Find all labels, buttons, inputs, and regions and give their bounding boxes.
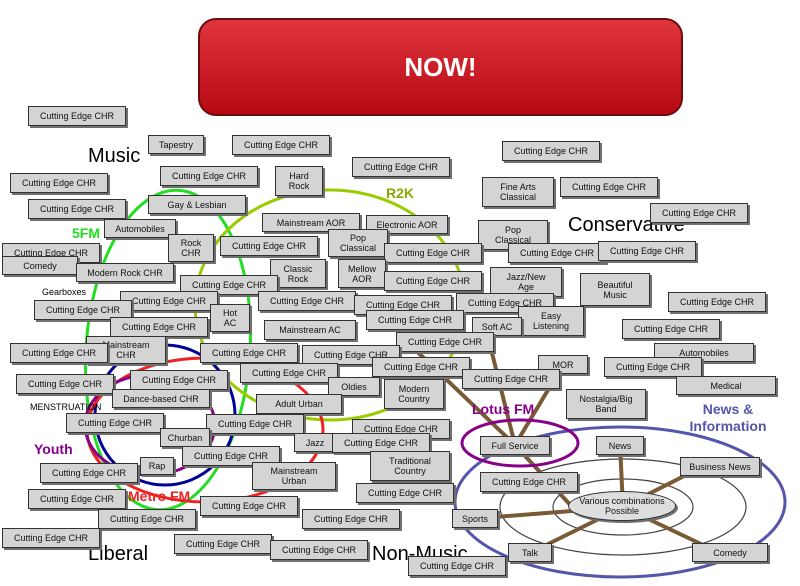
format-box: Cutting Edge CHR: [352, 157, 450, 177]
format-box: Talk: [508, 543, 552, 562]
format-box: Cutting Edge CHR: [668, 292, 766, 312]
format-box: Cutting Edge CHR: [130, 370, 228, 390]
format-box: Cutting Edge CHR: [604, 357, 702, 377]
format-box: Cutting Edge CHR: [206, 414, 304, 434]
format-box: Cutting Edge CHR: [508, 243, 606, 263]
format-box: Medical: [676, 376, 776, 395]
format-box: Cutting Edge CHR: [160, 166, 258, 186]
metro-fm-label: Metro FM: [128, 488, 191, 504]
format-box: Jazz: [294, 433, 336, 452]
format-box: Cutting Edge CHR: [98, 509, 196, 529]
format-box: Mainstream AC: [264, 320, 356, 340]
r2k-label: R2K: [386, 185, 415, 201]
format-box: Cutting Edge CHR: [598, 241, 696, 261]
format-box: Cutting Edge CHR: [240, 363, 338, 383]
format-box: Cutting Edge CHR: [384, 271, 482, 291]
format-box: Mellow AOR: [338, 259, 386, 288]
format-box: Tapestry: [148, 135, 204, 154]
format-box: Cutting Edge CHR: [480, 472, 578, 492]
lotus-fm-label: Lotus FM: [472, 401, 535, 417]
lotus-fm-ring: [460, 418, 580, 468]
format-box: Hot AC: [210, 304, 250, 332]
format-box: Cutting Edge CHR: [28, 106, 126, 126]
format-box: Cutting Edge CHR: [356, 483, 454, 503]
format-box: Cutting Edge CHR: [302, 509, 400, 529]
format-box: Cutting Edge CHR: [270, 540, 368, 560]
format-box: Dance-based CHR: [112, 389, 210, 408]
format-box: Comedy: [2, 256, 78, 275]
format-box: Sports: [452, 509, 498, 528]
format-box: Easy Listening: [518, 306, 584, 336]
format-box: Cutting Edge CHR: [16, 374, 114, 394]
format-box: Cutting Edge CHR: [366, 310, 464, 330]
format-box: Cutting Edge CHR: [258, 291, 356, 311]
format-box: Full Service: [480, 436, 550, 455]
format-box: Cutting Edge CHR: [200, 496, 298, 516]
format-box: Business News: [680, 457, 760, 476]
format-box: Cutting Edge CHR: [650, 203, 748, 223]
format-box: Cutting Edge CHR: [220, 236, 318, 256]
format-box: Modern Country: [384, 379, 444, 409]
news-info-ring: [453, 425, 787, 579]
format-box: Adult Urban: [256, 394, 342, 414]
format-box: Cutting Edge CHR: [120, 291, 218, 311]
format-box: Cutting Edge CHR: [462, 369, 560, 389]
format-box: Hard Rock: [275, 166, 323, 196]
format-box: Cutting Edge CHR: [384, 243, 482, 263]
format-box: Fine Arts Classical: [482, 177, 554, 207]
format-box: Cutting Edge CHR: [66, 413, 164, 433]
format-box: Modern Rock CHR: [76, 263, 174, 282]
format-box: Rap: [140, 457, 174, 475]
format-box: Cutting Edge CHR: [182, 446, 280, 466]
format-box: Cutting Edge CHR: [28, 489, 126, 509]
now-button[interactable]: NOW!: [198, 18, 683, 116]
format-box: Oldies: [328, 377, 380, 396]
format-box: Cutting Edge CHR: [110, 317, 208, 337]
format-box: News: [596, 436, 644, 455]
five-fm-label: 5FM: [72, 225, 100, 241]
format-box: Beautiful Music: [580, 273, 650, 306]
format-box: Cutting Edge CHR: [28, 199, 126, 219]
format-box: Churban: [160, 428, 210, 447]
format-box: Rock CHR: [168, 234, 214, 262]
youth-label: Youth: [34, 441, 73, 457]
format-box: Cutting Edge CHR: [180, 275, 278, 295]
liberal-label: Liberal: [88, 543, 149, 565]
format-box: Cutting Edge CHR: [10, 343, 108, 363]
format-box: Cutting Edge CHR: [232, 135, 330, 155]
format-box: Cutting Edge CHR: [502, 141, 600, 161]
format-box: Cutting Edge CHR: [10, 173, 108, 193]
format-box: Soft AC: [472, 317, 522, 336]
format-box: Pop Classical: [328, 229, 388, 257]
format-box: Cutting Edge CHR: [372, 357, 470, 377]
format-box: Cutting Edge CHR: [34, 300, 132, 320]
format-box: Cutting Edge CHR: [174, 534, 272, 554]
format-box: Cutting Edge CHR: [2, 528, 100, 548]
news-information-label: News & Information: [689, 401, 767, 434]
format-box: Automobiles: [104, 219, 176, 238]
format-box: Cutting Edge CHR: [40, 463, 138, 483]
format-box: Classic Rock: [270, 259, 326, 288]
format-box: Cutting Edge CHR: [396, 332, 494, 352]
various-combinations-box: Various combinations Possible: [568, 491, 676, 521]
gearboxes-label: Gearboxes: [42, 287, 87, 297]
format-box: Mainstream AOR: [262, 213, 360, 232]
format-box: Nostalgia/Big Band: [566, 389, 646, 419]
music-label: Music: [88, 145, 141, 167]
menstruation-label: MENSTRUATION: [30, 402, 102, 412]
format-box: Cutting Edge CHR: [622, 319, 720, 339]
format-box: Cutting Edge CHR: [408, 556, 506, 576]
format-box: Cutting Edge CHR: [560, 177, 658, 197]
format-box: Mainstream Urban: [252, 462, 336, 490]
format-box: Cutting Edge CHR: [200, 343, 298, 363]
format-box: Gay & Lesbian: [148, 195, 246, 214]
format-box: Traditional Country: [370, 451, 450, 481]
format-box: Cutting Edge CHR: [332, 433, 430, 453]
format-box: Comedy: [692, 543, 768, 562]
